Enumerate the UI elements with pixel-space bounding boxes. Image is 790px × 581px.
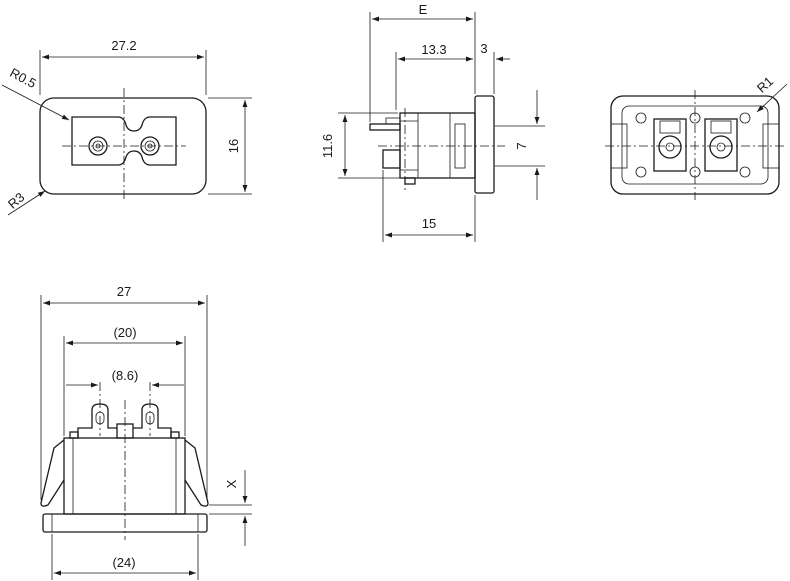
height-side-label: 11.6 xyxy=(320,134,335,158)
left-pin xyxy=(77,403,117,438)
width-flange-label: (24) xyxy=(112,555,135,570)
radius-corner-label: R3 xyxy=(5,189,27,211)
radius-rear-label: R1 xyxy=(754,74,776,96)
radius-small-label: R0.5 xyxy=(7,65,38,91)
rear-left-terminal xyxy=(653,118,687,172)
depth-13-label: 13.3 xyxy=(421,42,446,57)
width-bottom-label: 27 xyxy=(117,284,131,299)
side-terminal xyxy=(369,123,401,131)
left-latch xyxy=(40,439,65,507)
right-latch xyxy=(184,439,209,507)
pin-pitch-label: (8.6) xyxy=(112,368,139,383)
front-view: 27.2 16 R0.5 R3 xyxy=(1,38,252,216)
front-outline xyxy=(39,97,207,195)
left-contact xyxy=(88,136,108,156)
receptacle-opening xyxy=(71,116,177,166)
side-view: E 13.3 3 11.6 7 15 xyxy=(320,2,545,242)
rear-view: R1 xyxy=(605,74,788,200)
width-top-label: 27.2 xyxy=(111,38,136,53)
width-inner-label: (20) xyxy=(113,325,136,340)
right-pin xyxy=(133,403,172,438)
bottom-body xyxy=(63,437,186,515)
offset-x-label: X xyxy=(224,479,239,488)
offset-7-label: 7 xyxy=(514,142,529,149)
side-body xyxy=(399,112,476,179)
rear-right-terminal xyxy=(704,118,738,172)
bottom-view: 27 (20) (8.6) X (24) xyxy=(40,284,252,580)
flange-3-label: 3 xyxy=(480,41,487,56)
radius-rear-leader xyxy=(756,83,788,113)
e-label: E xyxy=(419,2,428,17)
radius-small-leader xyxy=(1,84,70,121)
radius-corner-leader xyxy=(7,190,46,216)
height-front-label: 16 xyxy=(226,139,241,153)
depth-15-label: 15 xyxy=(422,216,436,231)
side-flange xyxy=(474,95,495,194)
